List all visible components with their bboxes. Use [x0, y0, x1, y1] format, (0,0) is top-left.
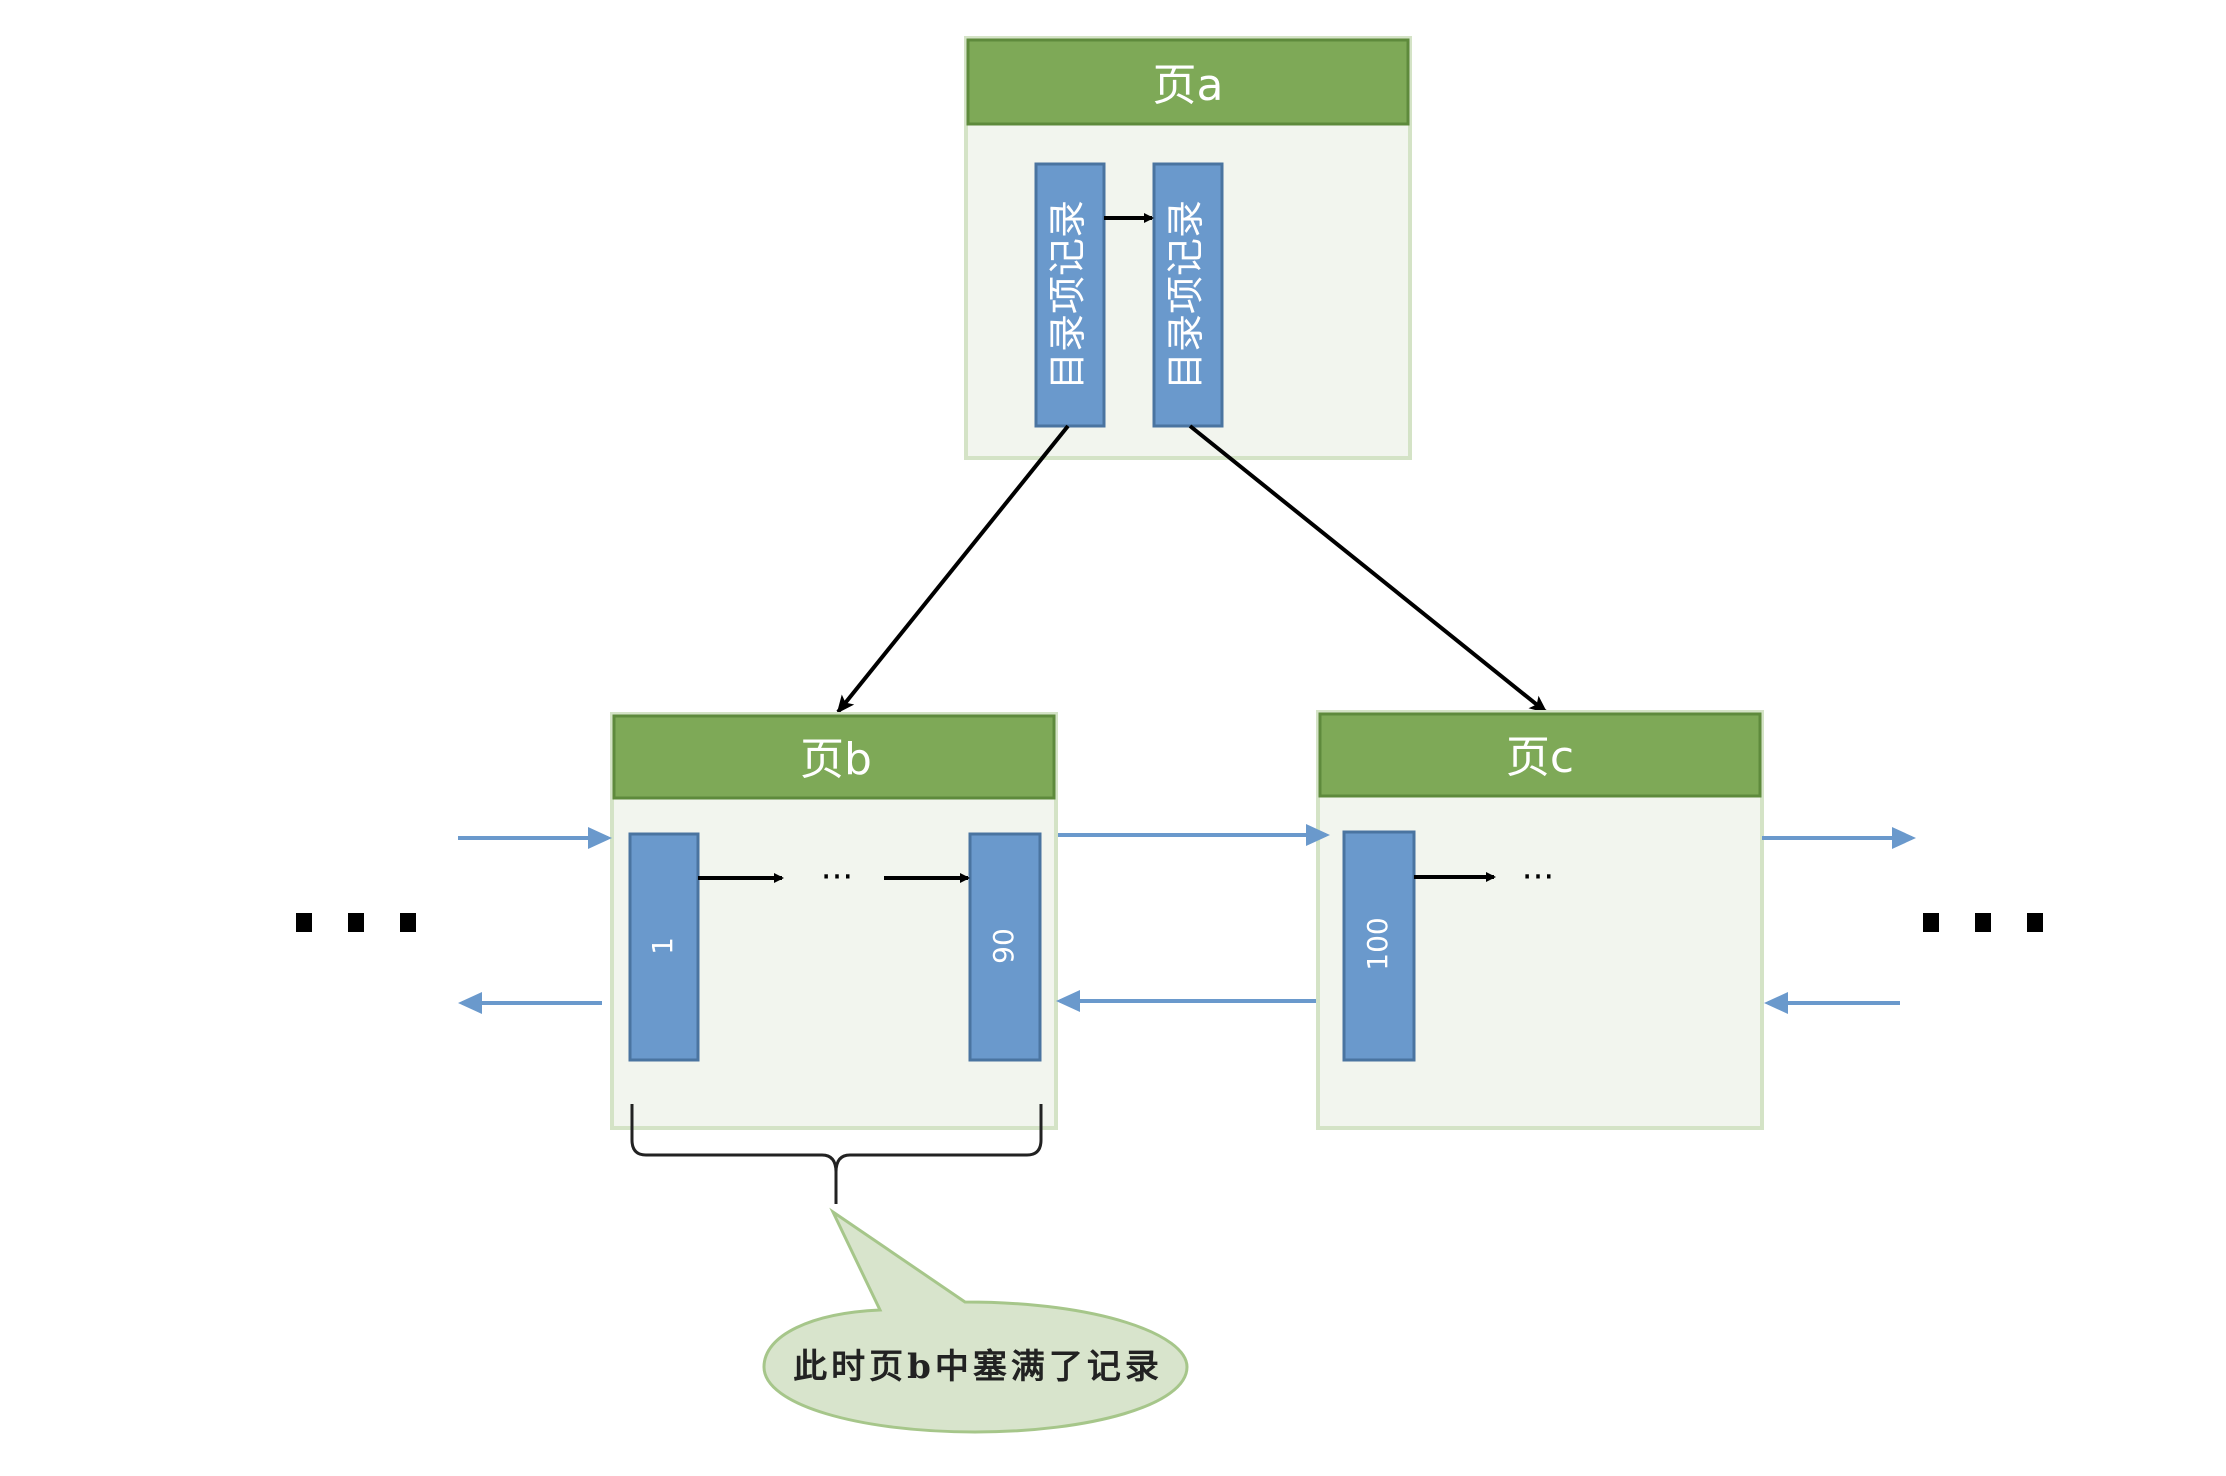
page-c-header — [1318, 712, 1762, 798]
page-a-dir-record-2 — [1152, 162, 1224, 428]
callout: 此时页b中塞满了记录 — [762, 1207, 1189, 1434]
pointer-to-page-c-arrow — [1188, 424, 1548, 714]
page-c-ellipsis: ··· — [1522, 857, 1554, 897]
right-ellipsis-dot — [1975, 913, 1991, 932]
left-ellipsis-dot — [348, 913, 364, 932]
page-b-record-1-label: 1 — [646, 937, 679, 955]
page-c: 页c 100 ··· — [1316, 710, 1764, 1130]
page-b-title: 页b — [800, 734, 872, 785]
page-a-title: 页a — [1153, 60, 1224, 111]
pointer-to-page-b-arrow — [836, 424, 1070, 714]
page-a-dir-record-2-label: 目录项记录 — [1164, 200, 1208, 390]
page-c-record-100 — [1342, 830, 1416, 1062]
page-a-dir-record-1 — [1034, 162, 1106, 428]
page-a-dir-record-1-label: 目录项记录 — [1046, 200, 1090, 390]
right-ellipsis-dot — [1923, 913, 1939, 932]
page-b-record-90 — [968, 832, 1042, 1062]
page-c-title: 页c — [1506, 732, 1574, 783]
left-ellipsis-dot — [400, 913, 416, 932]
left-ellipsis — [296, 913, 416, 932]
page-b: 页b 1 90 ··· — [610, 712, 1058, 1130]
page-b-record-1 — [628, 832, 700, 1062]
callout-bubble — [762, 1207, 1189, 1434]
right-ellipsis — [1923, 913, 2043, 932]
page-b-header — [612, 714, 1056, 800]
page-b-brace — [630, 1104, 1043, 1204]
page-b-record-90-label: 90 — [987, 928, 1020, 964]
left-ellipsis-dot — [296, 913, 312, 932]
page-a: 页a 目录项记录 目录项记录 — [964, 36, 1412, 460]
page-c-record-100-label: 100 — [1361, 917, 1394, 970]
callout-text: 此时页b中塞满了记录 — [793, 1347, 1163, 1387]
page-a-header — [966, 38, 1410, 126]
page-b-ellipsis: ··· — [821, 857, 853, 897]
right-ellipsis-dot — [2027, 913, 2043, 932]
